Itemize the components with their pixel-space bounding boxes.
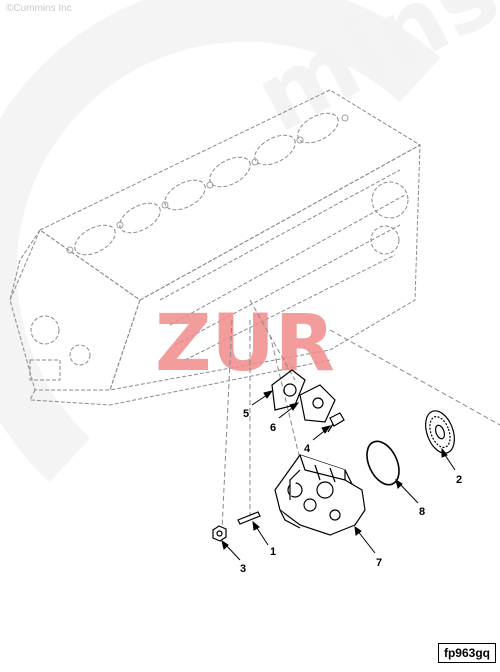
- figure-id-label: fp963gq: [437, 643, 496, 663]
- engine-block: [9, 89, 421, 406]
- callout-label-5: 5: [243, 408, 249, 420]
- callout-label-4: 4: [304, 443, 311, 455]
- pump-drive-gear-part: [425, 410, 455, 454]
- callout-label-6: 6: [270, 422, 276, 434]
- copyright-notice: ©Cummins Inc: [6, 3, 72, 14]
- callout-labels: 5 6 4 2 8 7 1 3: [240, 408, 462, 575]
- fuel-pump-part: [274, 454, 366, 536]
- cover-plate-part: [299, 384, 336, 423]
- dowel-pin-part: [237, 511, 261, 525]
- capscrew-part: [327, 412, 345, 433]
- brand-watermark: mins: [0, 0, 500, 483]
- callout-label-8: 8: [419, 506, 425, 518]
- callout-label-2: 2: [456, 474, 462, 486]
- assembly-leader-lines: [221, 299, 500, 531]
- callout-label-1: 1: [270, 546, 276, 558]
- watermark-text: ZUR: [155, 299, 335, 389]
- o-ring-part: [366, 440, 400, 486]
- gasket-part: [271, 369, 306, 411]
- callout-arrows: [221, 390, 456, 561]
- callout-label-3: 3: [240, 563, 246, 575]
- gear-nut-part: [212, 525, 227, 542]
- callout-label-7: 7: [376, 557, 382, 569]
